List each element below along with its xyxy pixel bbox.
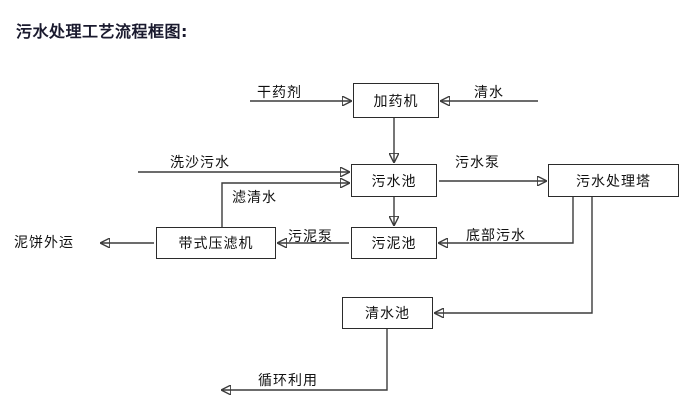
node-sewage-pool-label: 污水池	[371, 173, 417, 190]
node-clean-water-pool-label: 清水池	[365, 306, 410, 322]
node-belt-filter-press[interactable]: 带式压滤机	[156, 227, 276, 259]
edge-label-bottom-sewage: 底部污水	[466, 228, 526, 244]
node-sludge-pool-label: 污泥池	[371, 236, 417, 252]
node-sewage-treatment-tower[interactable]: 污水处理塔	[548, 164, 679, 197]
node-dosing-machine[interactable]: 加药机	[353, 83, 439, 118]
node-sewage-pool[interactable]: 污水池	[351, 164, 437, 197]
node-sludge-pool[interactable]: 污泥池	[351, 227, 437, 259]
edge-label-filtered-clear-water: 滤清水	[232, 190, 277, 206]
node-belt-filter-press-label: 带式压滤机	[178, 236, 254, 252]
node-sewage-treatment-tower-label: 污水处理塔	[576, 173, 651, 190]
edge-label-sand-wash-sewage: 洗沙污水	[170, 155, 230, 171]
edge-label-recycle-use: 循环利用	[258, 373, 318, 389]
node-dosing-machine-label: 加药机	[373, 93, 419, 110]
edge-label-dry-agent: 干药剂	[257, 85, 302, 101]
page-title: 污水处理工艺流程框图:	[16, 22, 188, 41]
node-clean-water-pool[interactable]: 清水池	[342, 297, 433, 329]
edge-label-sludge-pump: 污泥泵	[288, 229, 333, 245]
edge-label-clean-water: 清水	[474, 85, 504, 101]
terminal-label-mud-cake-transport: 泥饼外运	[14, 235, 74, 251]
edge-label-sewage-pump: 污水泵	[455, 155, 500, 171]
wire-tower-to-cleanwater	[435, 197, 593, 313]
